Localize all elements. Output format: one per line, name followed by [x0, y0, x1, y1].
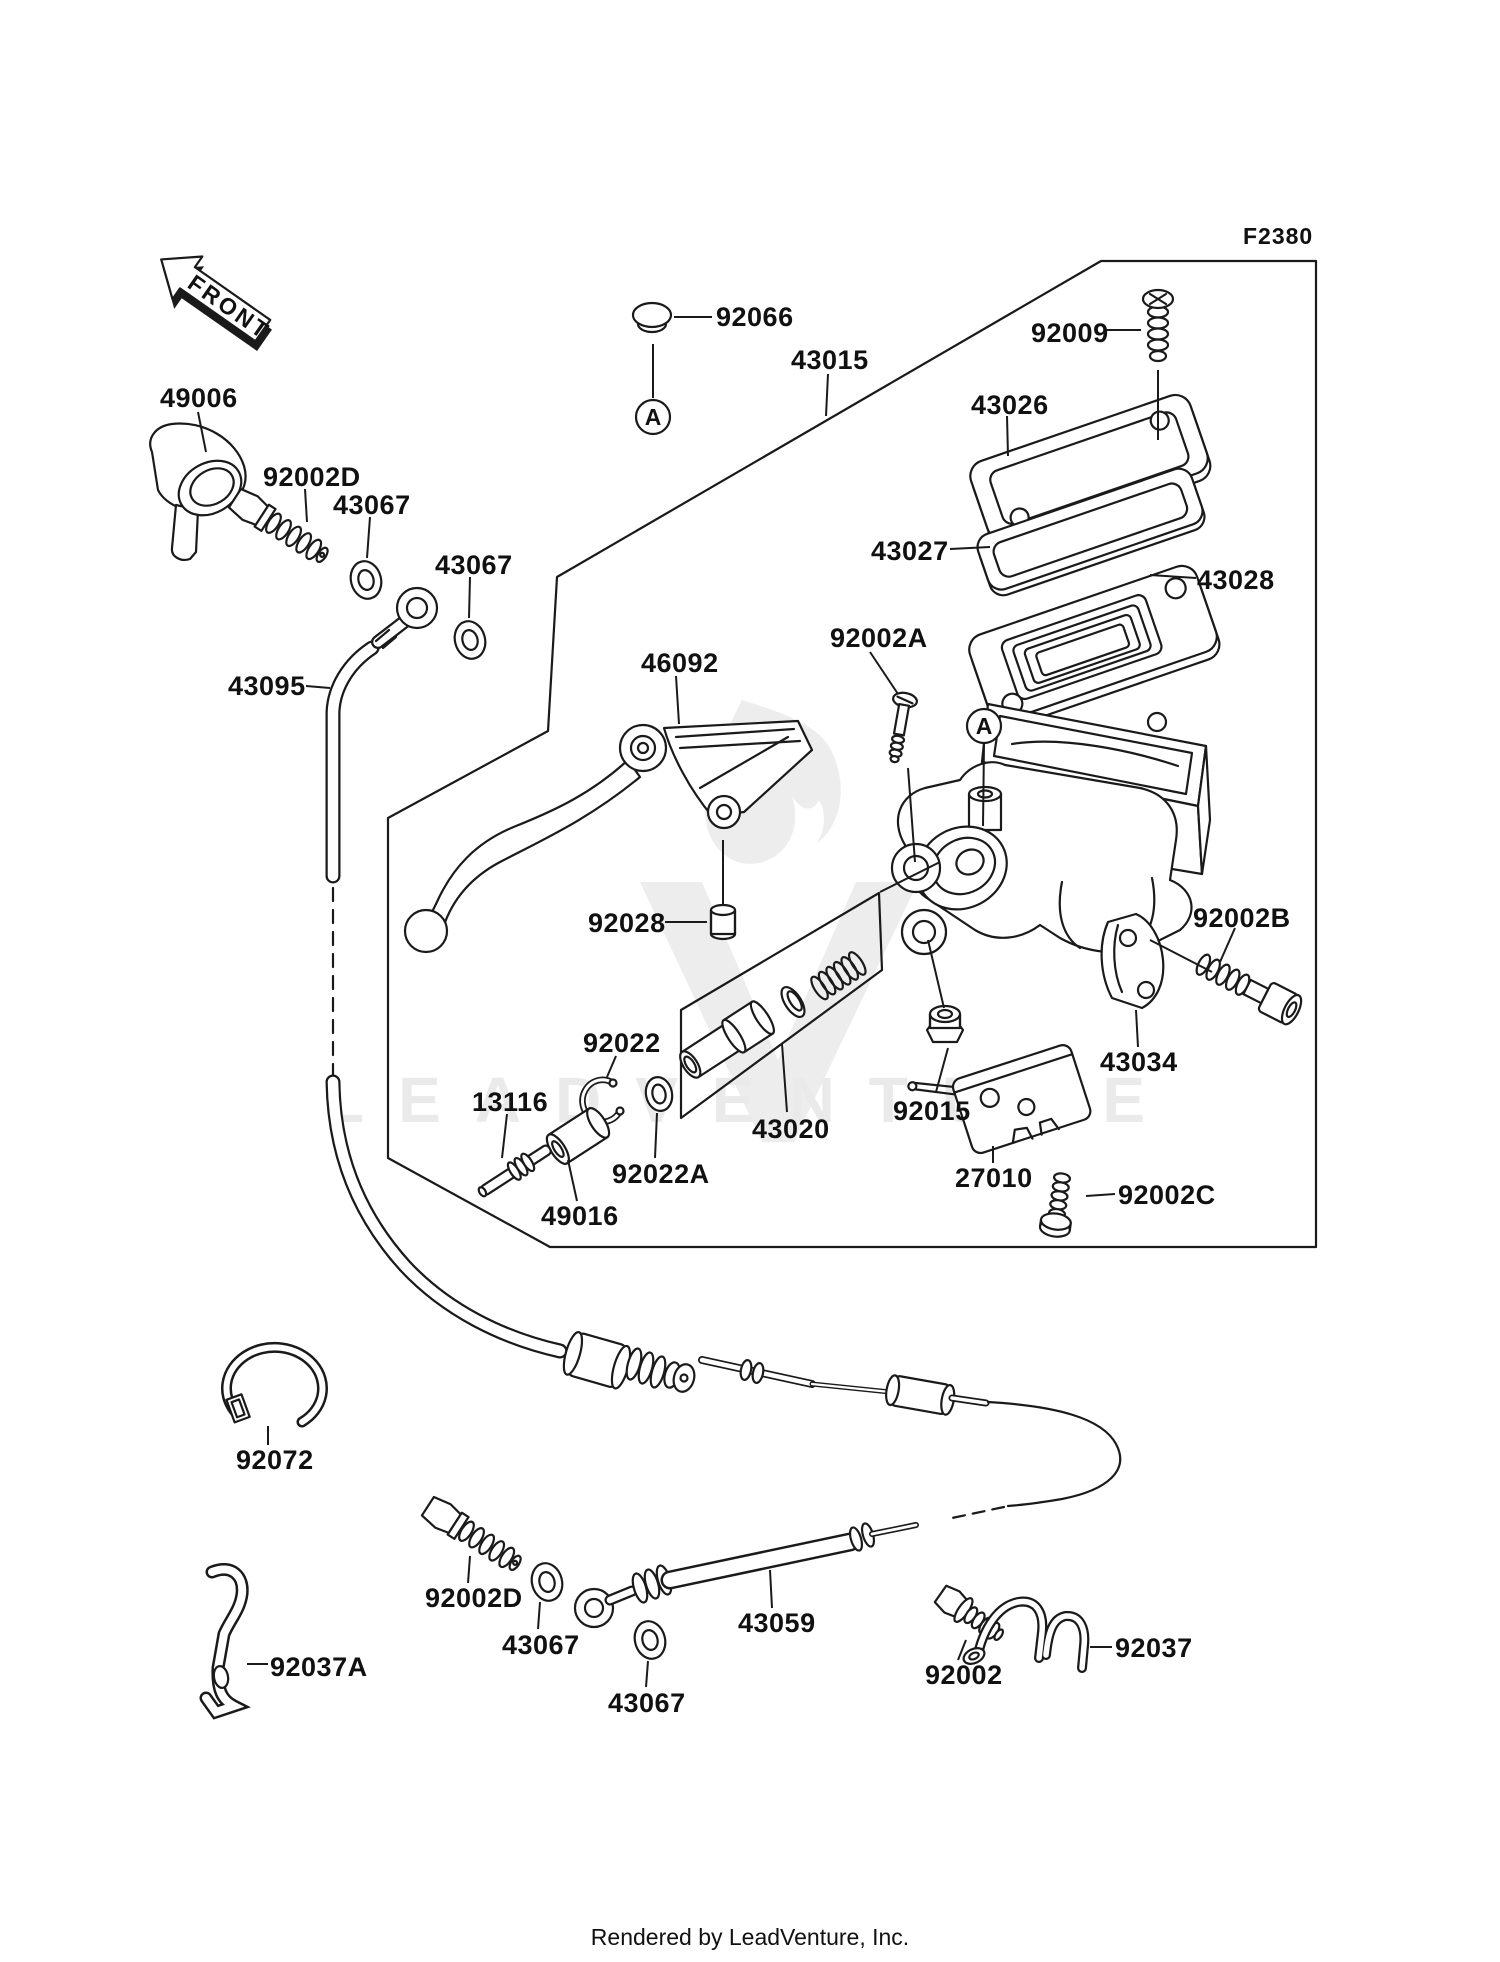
- part-label-43015[interactable]: 43015: [791, 345, 869, 375]
- part-label-92009[interactable]: 92009: [1031, 318, 1109, 348]
- circlip-92022: [579, 1076, 625, 1126]
- part-label-43067-2[interactable]: 43067: [435, 550, 513, 580]
- part-label-27010[interactable]: 27010: [955, 1163, 1033, 1193]
- cap-screw-92009: [1141, 288, 1175, 363]
- switch-screw-92002C: [1038, 1172, 1072, 1238]
- part-label-43067-4[interactable]: 43067: [608, 1688, 686, 1718]
- part-label-43059[interactable]: 43059: [738, 1608, 816, 1638]
- washer-43067-1-hole: [357, 569, 375, 591]
- washer-43067-2-hole: [461, 629, 479, 651]
- cap-gasket-43027: [976, 467, 1206, 597]
- part-label-92002D-lower[interactable]: 92002D: [425, 1583, 523, 1613]
- rod-13116: [477, 1144, 552, 1198]
- assembly-box-43015: [386, 259, 1318, 1249]
- part-label-92028[interactable]: 92028: [588, 908, 666, 938]
- figure-code: F2380: [1243, 223, 1314, 249]
- diaphragm-plate-43028: [968, 564, 1221, 730]
- clamp-holder-43034: [1100, 912, 1165, 1010]
- part-label-92002D-upper[interactable]: 92002D: [263, 462, 361, 492]
- leader-lines: [197, 316, 1236, 1688]
- clutch-hose-43095: [325, 586, 696, 1393]
- piston-kit-43020: [679, 951, 867, 1079]
- part-label-49016[interactable]: 49016: [541, 1201, 619, 1231]
- part-label-49006[interactable]: 49006: [160, 383, 238, 413]
- banjo-bolt-92002D-upper: [227, 487, 329, 563]
- part-label-92072[interactable]: 92072: [236, 1445, 314, 1475]
- bushing-49016: [545, 1107, 611, 1165]
- washer-43067-4-hole: [641, 1629, 659, 1651]
- part-label-43020[interactable]: 43020: [752, 1114, 830, 1144]
- part-label-13116[interactable]: 13116: [472, 1087, 549, 1117]
- detail-marker-A-top-text: A: [645, 404, 662, 430]
- part-label-46092[interactable]: 46092: [641, 648, 719, 678]
- part-label-43067-3[interactable]: 43067: [502, 1630, 580, 1660]
- hose-rod-end: [698, 1356, 1122, 1520]
- cable-clip-92037A: [199, 1563, 251, 1720]
- part-label-43095[interactable]: 43095: [228, 671, 306, 701]
- clutch-lever-46092: [403, 719, 814, 954]
- washer-92022A: [644, 1076, 674, 1112]
- part-label-43028[interactable]: 43028: [1197, 565, 1275, 595]
- part-label-92002[interactable]: 92002: [925, 1660, 1003, 1690]
- part-label-92037A[interactable]: 92037A: [270, 1652, 368, 1682]
- reservoir-cap-43026: [969, 393, 1212, 549]
- reservoir-plug-92066: [631, 301, 673, 334]
- part-label-92002B[interactable]: 92002B: [1193, 903, 1291, 933]
- part-label-43067-1[interactable]: 43067: [333, 490, 411, 520]
- lever-boot-49006: [149, 422, 247, 561]
- part-label-92037[interactable]: 92037: [1115, 1633, 1193, 1663]
- cable-guide-92037: [962, 1596, 1090, 1673]
- master-cylinder-body: [890, 702, 1212, 956]
- front-direction-arrow: FRONT: [160, 255, 275, 351]
- part-label-92022[interactable]: 92022: [583, 1028, 661, 1058]
- lever-bushing-92028: [709, 903, 737, 941]
- clutch-switch-27010: [907, 1044, 1092, 1155]
- detail-marker-A-body: A: [965, 707, 1003, 745]
- part-label-92002A[interactable]: 92002A: [830, 623, 928, 653]
- clamp-bolt-92002B: [1195, 953, 1303, 1026]
- detail-marker-A-body-text: A: [976, 713, 993, 739]
- banjo-bolt-92002D-lower: [420, 1495, 522, 1571]
- part-label-43034[interactable]: 43034: [1100, 1047, 1178, 1077]
- part-label-43027[interactable]: 43027: [871, 536, 949, 566]
- part-label-92002C[interactable]: 92002C: [1118, 1180, 1216, 1210]
- washer-43067-3-hole: [538, 1571, 556, 1593]
- kit-box-43020: [679, 891, 884, 1120]
- bleeder-screw-92002A: [888, 691, 918, 764]
- nut-92015: [925, 1004, 965, 1044]
- part-label-92015[interactable]: 92015: [893, 1096, 971, 1126]
- hose-clamp-92072: [221, 1341, 328, 1428]
- footer-credit: Rendered by LeadVenture, Inc.: [590, 1924, 910, 1950]
- detail-marker-A-top: A: [634, 398, 672, 436]
- part-label-43026[interactable]: 43026: [971, 390, 1049, 420]
- part-label-92066[interactable]: 92066: [716, 302, 794, 332]
- part-label-92022A[interactable]: 92022A: [612, 1159, 710, 1189]
- clutch-cable-43059: [573, 1522, 919, 1629]
